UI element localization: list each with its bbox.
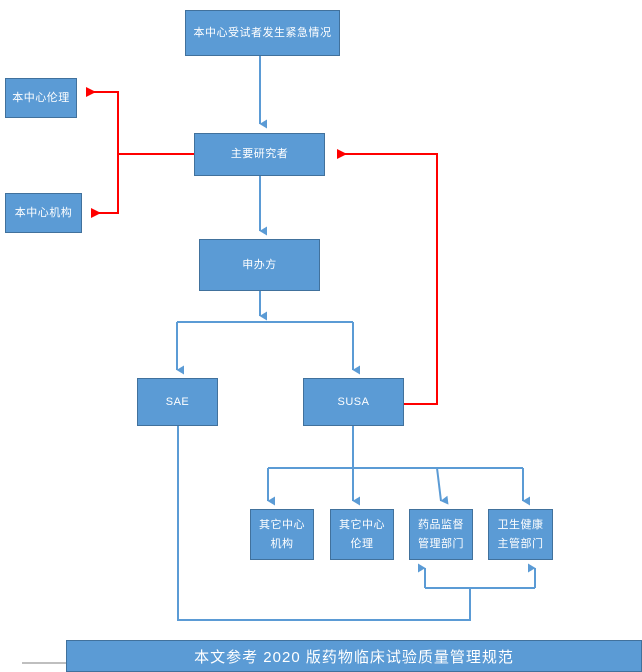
node-other-ethics-label: 其它中心伦理 xyxy=(339,518,385,550)
node-susa-label: SUSA xyxy=(337,395,370,408)
edge-pi-to-center-institution xyxy=(91,154,119,218)
edge-sponsor-split xyxy=(176,291,360,375)
node-nmpa[interactable]: 药品监督管理部门 xyxy=(409,509,473,560)
node-sae[interactable]: SAE xyxy=(137,378,218,426)
node-center-ethics[interactable]: 本中心伦理 xyxy=(5,78,77,118)
reference-banner-label: 本文参考 2020 版药物临床试验质量管理规范 xyxy=(194,648,514,666)
node-other-institution-label: 其它中心机构 xyxy=(259,518,305,550)
node-other-institution[interactable]: 其它中心机构 xyxy=(250,509,314,560)
edge-pi-to-center-ethics xyxy=(86,87,194,155)
node-health-authority[interactable]: 卫生健康主管部门 xyxy=(488,509,553,560)
edge-sae-to-authorities xyxy=(177,426,536,621)
node-principal-investigator[interactable]: 主要研究者 xyxy=(194,133,325,176)
edge-susa-to-pi xyxy=(337,149,438,405)
node-susa[interactable]: SUSA xyxy=(303,378,404,426)
node-principal-investigator-label: 主要研究者 xyxy=(230,148,289,160)
footer-rule xyxy=(22,662,76,664)
node-health-authority-label: 卫生健康主管部门 xyxy=(497,518,544,550)
node-emergency-label: 本中心受试者发生紧急情况 xyxy=(193,26,332,39)
node-sponsor[interactable]: 申办方 xyxy=(199,239,320,291)
node-center-ethics-label: 本中心伦理 xyxy=(12,91,70,104)
reference-banner: 本文参考 2020 版药物临床试验质量管理规范 xyxy=(66,640,642,672)
node-center-institution-label: 本中心机构 xyxy=(14,206,73,219)
node-sae-label: SAE xyxy=(165,395,190,408)
edge-susa-to-authorities xyxy=(267,426,530,506)
node-sponsor-label: 申办方 xyxy=(242,258,277,271)
node-nmpa-label: 药品监督管理部门 xyxy=(418,518,464,550)
node-center-institution[interactable]: 本中心机构 xyxy=(5,193,82,233)
node-emergency[interactable]: 本中心受试者发生紧急情况 xyxy=(185,10,340,56)
node-other-ethics[interactable]: 其它中心伦理 xyxy=(330,509,394,560)
